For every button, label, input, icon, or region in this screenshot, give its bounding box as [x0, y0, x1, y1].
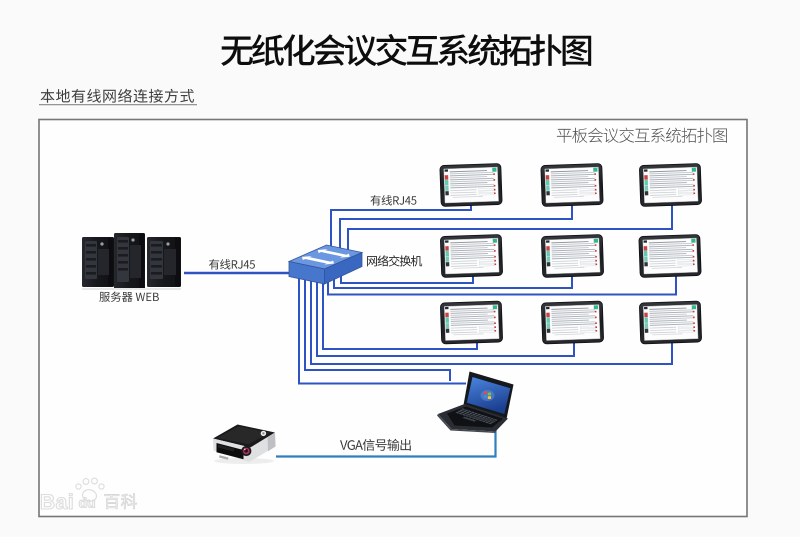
svg-text:Bai: Bai	[40, 491, 74, 514]
svg-text:du: du	[79, 495, 96, 511]
